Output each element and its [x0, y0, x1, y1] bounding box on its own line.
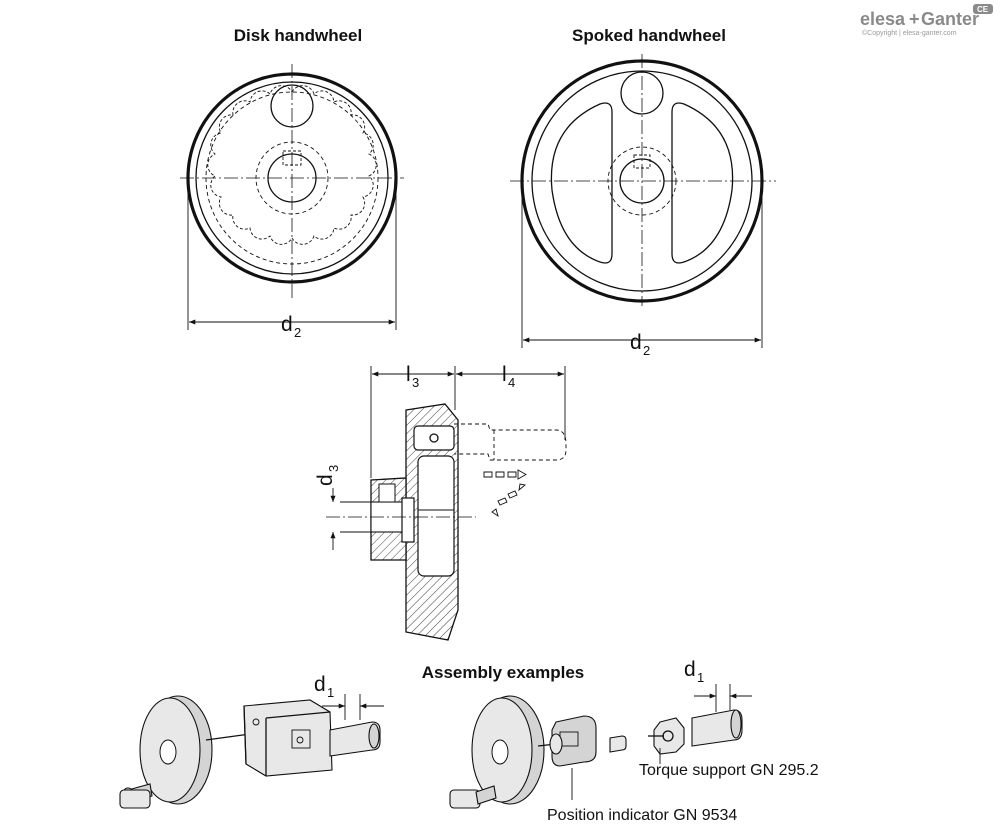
- section-l3-label: l: [406, 363, 411, 386]
- left-d1-sub: 1: [327, 685, 334, 700]
- left-bracket-hole-1: [252, 718, 260, 726]
- section-l4-label: l: [502, 363, 507, 386]
- section-d3-sub: 3: [326, 465, 341, 472]
- assembly-title: Assembly examples: [422, 663, 585, 682]
- right-handle-knob: [449, 789, 481, 809]
- left-bracket-edges: [243, 705, 331, 776]
- spoked-right-window: [671, 102, 734, 264]
- ce-badge-bg: [973, 4, 993, 14]
- logo-plus: +: [909, 9, 920, 29]
- spoked-d2-sub: 2: [643, 343, 650, 358]
- disk-scallops: [207, 85, 377, 245]
- spoked-keyway: [633, 154, 651, 169]
- torque-support-label: Torque support GN 295.2: [639, 762, 819, 779]
- ce-badge: CE: [977, 5, 989, 14]
- disk-handwheel-title: Disk handwheel: [234, 26, 362, 45]
- disk-handwheel-view: Disk handwheel d 2: [180, 26, 404, 340]
- left-handwheel-bore: [159, 739, 177, 765]
- left-shaft-line: [205, 733, 251, 741]
- logo-elesa: elesa: [860, 9, 906, 29]
- right-shaft-end: [730, 709, 742, 739]
- right-d1-label: d: [684, 658, 696, 681]
- section-handle-seat: [413, 425, 455, 451]
- spoked-d2-label: d: [630, 331, 642, 354]
- left-d1-label: d: [314, 673, 326, 696]
- section-motion-arrows: [483, 469, 527, 518]
- left-bracket-slot: [291, 729, 311, 749]
- left-shaft: [329, 721, 381, 757]
- brand-logo: elesa + Ganter ©Copyright | elesa-ganter…: [860, 4, 993, 37]
- disk-d2-sub: 2: [294, 325, 301, 340]
- position-indicator: [551, 715, 597, 767]
- section-inner-channel: [417, 455, 455, 577]
- section-view: l 3 l 4 d 3: [314, 363, 567, 641]
- left-handle-knob: [119, 789, 151, 809]
- section-l3-sub: 3: [412, 375, 419, 390]
- right-handle-shaft: [475, 785, 497, 805]
- spoked-left-window: [550, 102, 613, 264]
- section-d3-label: d: [314, 474, 337, 486]
- disk-d2-label: d: [281, 313, 293, 336]
- copyright-text: ©Copyright | elesa-ganter.com: [862, 29, 957, 37]
- section-handle-dashed: [454, 423, 567, 461]
- right-handwheel-bore: [491, 739, 509, 765]
- spoked-handwheel-title: Spoked handwheel: [572, 26, 726, 45]
- section-l4-sub: 4: [508, 375, 515, 390]
- section-pin: [429, 433, 439, 443]
- right-d1-sub: 1: [697, 670, 704, 685]
- position-indicator-label: Position indicator GN 9534: [547, 807, 737, 824]
- left-shaft-end: [368, 723, 380, 749]
- assembly-right: d 1 Torque support GN 295.2 Position ind…: [449, 658, 819, 824]
- disk-keyway: [282, 150, 302, 166]
- logo-ganter: Ganter: [921, 9, 979, 29]
- section-key-insert: [401, 497, 415, 543]
- position-indicator-face: [549, 733, 563, 755]
- left-bracket: [243, 699, 333, 777]
- right-coupling: [609, 735, 627, 753]
- assembly-left: d 1: [119, 673, 384, 809]
- left-bracket-hole-2: [296, 736, 304, 744]
- section-set-screw: [378, 483, 396, 503]
- torque-support: [653, 717, 685, 755]
- spoked-handwheel-view: Spoked handwheel d 2: [510, 26, 776, 358]
